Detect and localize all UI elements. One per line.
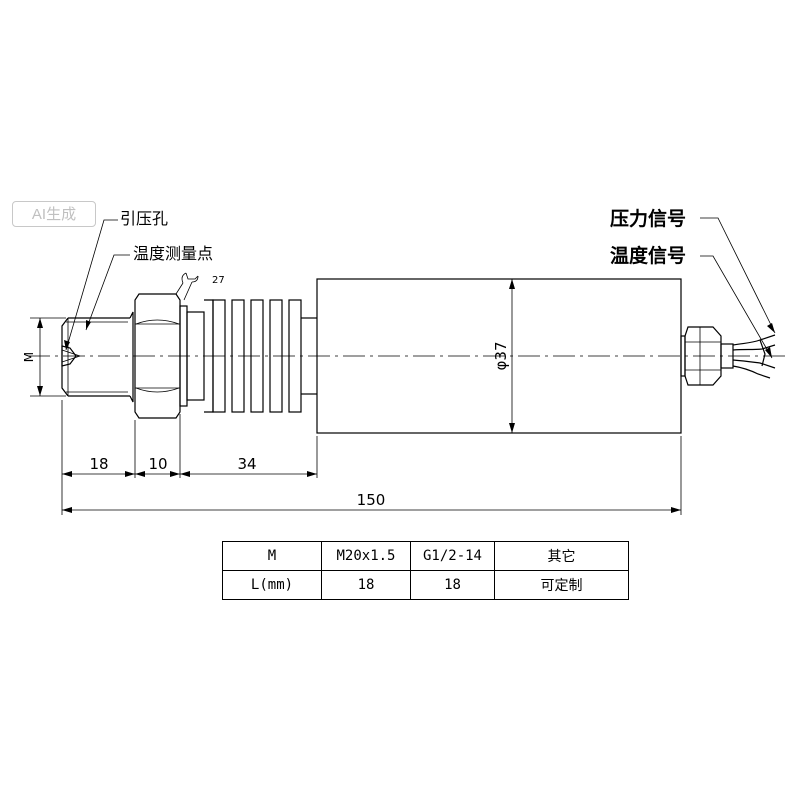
cooling-fins	[186, 299, 317, 413]
table-cell: 18	[410, 570, 495, 600]
pressure-port-label: 引压孔	[120, 209, 168, 228]
diameter-dimension: φ37	[492, 279, 515, 433]
threaded-end	[61, 311, 134, 403]
pressure-signal-label: 压力信号	[610, 207, 686, 230]
extension-lines	[61, 400, 682, 515]
spec-table: M M20x1.5 G1/2-14 其它 L(mm) 18 18 可定制	[222, 541, 629, 600]
thread-label: M	[22, 352, 36, 362]
thread-dimension: M	[22, 317, 66, 397]
diameter-label: φ37	[492, 342, 510, 371]
table-cell: 其它	[494, 541, 629, 571]
ai-generated-badge: AI生成	[12, 201, 96, 227]
hex-nut	[134, 293, 188, 419]
dim-18-label: 18	[89, 455, 108, 473]
table-cell: 可定制	[494, 570, 629, 600]
overall-dimension: 150	[62, 491, 681, 513]
table-cell: L(mm)	[222, 570, 322, 600]
chain-dimensions: 18 10 34	[62, 455, 317, 477]
left-leaders	[64, 219, 130, 351]
wrench-symbol: 27	[175, 272, 225, 301]
temp-point-label: 温度测量点	[133, 244, 213, 263]
table-cell: 18	[321, 570, 411, 600]
table-cell: G1/2-14	[410, 541, 495, 571]
dim-150-label: 150	[357, 491, 386, 509]
dim-10-label: 10	[148, 455, 167, 473]
wrench-size-label: 27	[212, 275, 225, 286]
right-leaders	[700, 217, 776, 359]
table-row: L(mm) 18 18 可定制	[222, 570, 629, 600]
temp-signal-label: 温度信号	[610, 244, 686, 267]
table-cell: M20x1.5	[321, 541, 411, 571]
table-cell: M	[222, 541, 322, 571]
cable-connector	[680, 326, 776, 386]
table-row: M M20x1.5 G1/2-14 其它	[222, 541, 629, 571]
dim-34-label: 34	[237, 455, 256, 473]
